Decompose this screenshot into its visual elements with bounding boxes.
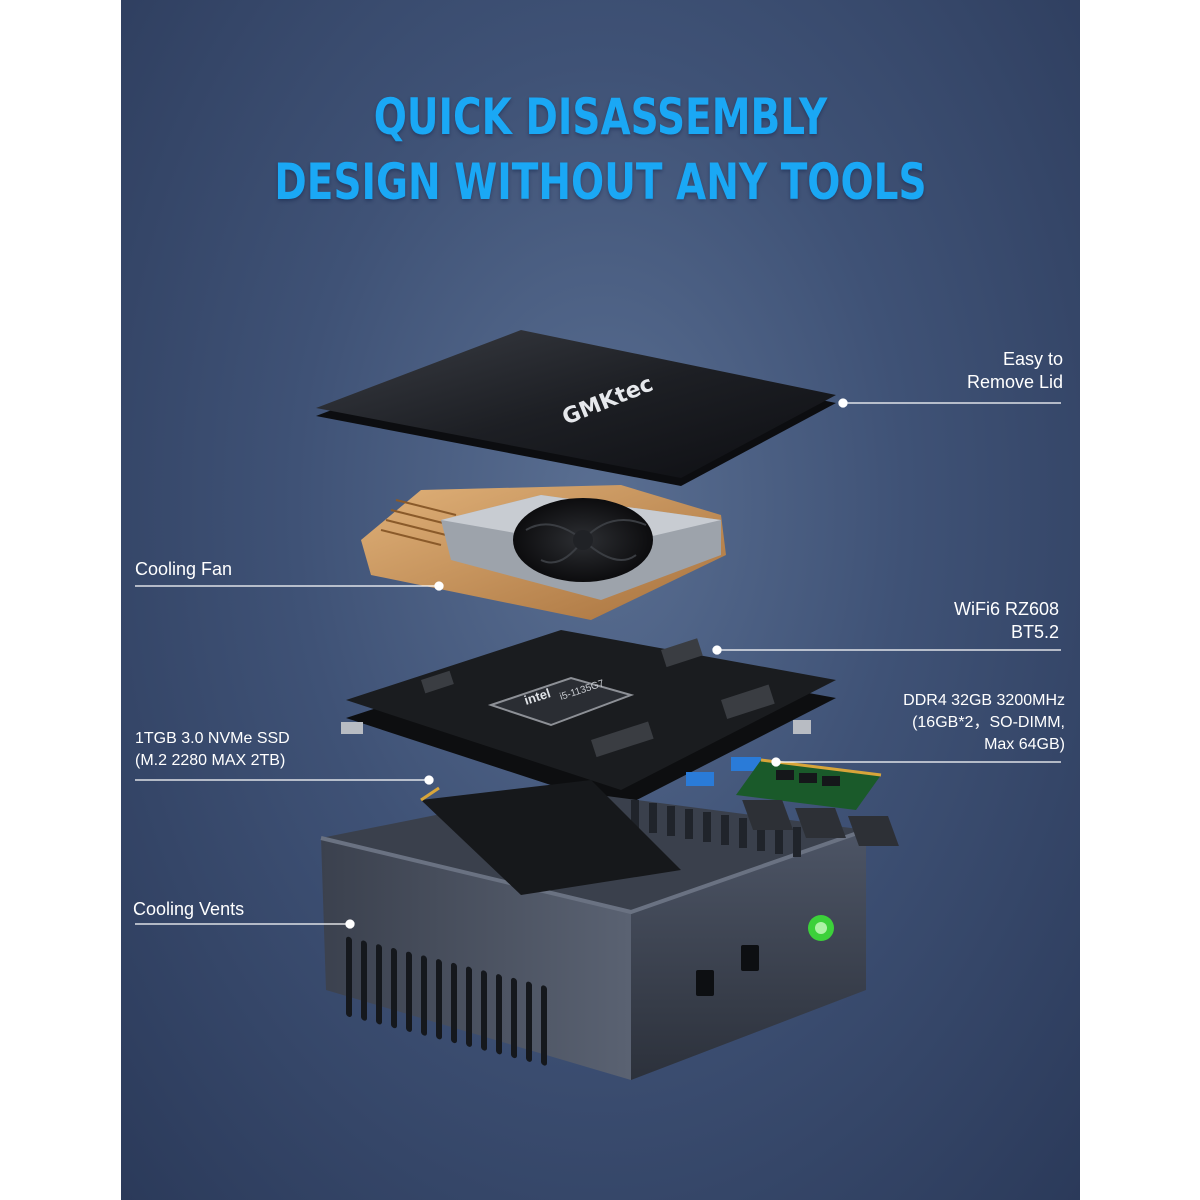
callout-wifi-line1: WiFi6 RZ608 [953,599,1059,619]
callout-dot [771,757,781,767]
callout-vents: Cooling Vents [133,898,353,921]
callout-vents-line1: Cooling Vents [133,899,245,919]
usb-port [686,772,714,786]
callout-wifi-line2: BT5.2 [1010,622,1059,642]
ssd-module [420,780,899,895]
callout-ram-line2: (16GB*2，SO-DIMM, [912,714,1065,731]
callout-lid-line1: Easy to [1002,349,1063,369]
exploded-view-illustration: GMKtec [135,330,1061,1080]
cooling-fan-assembly [361,485,726,620]
case [320,780,899,1080]
callout-ram-line3: Max 64GB) [984,736,1065,753]
callout-dot [345,919,355,929]
callout-lid-line2: Remove Lid [966,372,1063,392]
callout-lid: Easy to Remove Lid [881,348,1063,394]
callout-dot [424,775,434,785]
product-infographic: GMKtec [121,0,1080,1200]
callout-fan-line1: Cooling Fan [135,559,233,579]
callout-lines [135,398,1061,929]
callout-dot [712,645,722,655]
front-usb-port [741,945,759,971]
usb-port [731,757,761,771]
callout-ssd-line1: 1TGB 3.0 NVMe SSD [135,730,290,747]
motherboard: intel i5-1135G7 [341,630,836,808]
lid: GMKtec [316,330,836,486]
callout-ssd: 1TGB 3.0 NVMe SSD (M.2 2280 MAX 2TB) [135,728,395,772]
callout-dot [434,581,444,591]
front-usb-port [696,970,714,996]
callout-ram-line1: DDR4 32GB 3200MHz [903,692,1065,709]
cooling-vents [346,936,547,1066]
callout-fan: Cooling Fan [135,558,355,581]
callout-wifi: WiFi6 RZ608 BT5.2 [821,598,1059,644]
callout-ssd-line2: (M.2 2280 MAX 2TB) [135,752,286,769]
cpu-chip [487,676,635,727]
callout-dot [838,398,848,408]
headline-line-1: QUICK DISASSEMBLY [373,88,828,146]
callout-ram: DDR4 32GB 3200MHz (16GB*2，SO-DIMM, Max 6… [821,690,1065,756]
headline-line-2: DESIGN WITHOUT ANY TOOLS [274,153,927,211]
